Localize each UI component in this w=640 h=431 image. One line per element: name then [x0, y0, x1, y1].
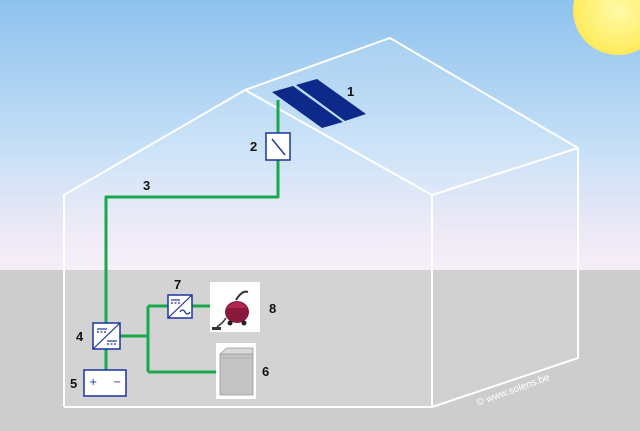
- label-8: 8: [269, 301, 276, 316]
- house: [63, 37, 579, 408]
- label-1: 1: [347, 84, 354, 99]
- dc-dc-converter-icon: [92, 322, 121, 350]
- component-labels: 1 2 3 4 5 6 7 8: [70, 84, 354, 391]
- label-2: 2: [250, 139, 257, 154]
- label-3: 3: [143, 178, 150, 193]
- battery-minus: −: [113, 377, 121, 388]
- solar-panel-icon: [272, 79, 366, 128]
- sun-icon: [573, 0, 640, 55]
- battery-plus: +: [89, 377, 97, 388]
- label-7: 7: [174, 277, 181, 292]
- switch-icon: [265, 132, 291, 161]
- wiring: [104, 100, 280, 374]
- wire-switch-to-converter: [104, 160, 280, 323]
- battery-icon: + −: [83, 369, 127, 397]
- label-4: 4: [76, 329, 84, 344]
- vacuum-cleaner-icon: [210, 282, 260, 332]
- inverter-icon: [167, 294, 193, 319]
- label-6: 6: [262, 364, 269, 379]
- label-5: 5: [70, 376, 77, 391]
- refrigerator-icon: [216, 343, 256, 399]
